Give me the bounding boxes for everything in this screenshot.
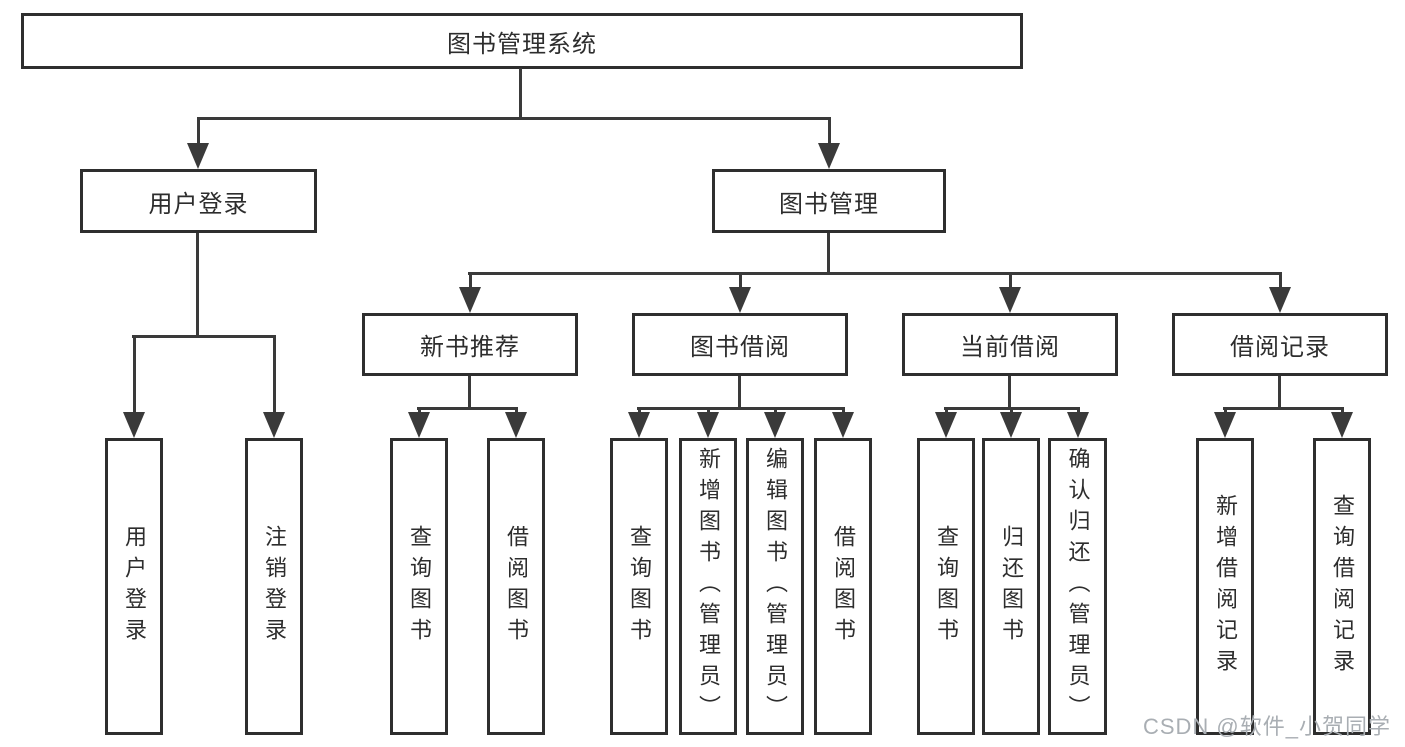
leaf-borrow-book: 借阅图书 — [814, 438, 872, 735]
node-book-borrow-label: 图书借阅 — [690, 334, 790, 361]
node-new-book-recommend: 新书推荐 — [362, 313, 578, 376]
node-borrow-records-label: 借阅记录 — [1230, 334, 1330, 361]
leaf-query-borrow-record: 查询借阅记录 — [1313, 438, 1371, 735]
leaf-confirm-return-admin: 确认归还（管理员） — [1048, 438, 1107, 735]
arrow-to-add-borrow-record — [1214, 407, 1236, 438]
arrow-to-new-book-recommend — [459, 272, 481, 313]
leaf-add-book-admin-label: 新增图书（管理员） — [696, 447, 721, 726]
connector-borrow-branch — [637, 407, 845, 410]
leaf-borrow-query-book: 查询图书 — [610, 438, 668, 735]
leaf-rec-query-book: 查询图书 — [390, 438, 448, 735]
arrow-to-rec-query-book — [408, 407, 430, 438]
arrow-to-current-borrow — [999, 272, 1021, 313]
leaf-rec-query-book-label: 查询图书 — [407, 524, 432, 649]
node-current-borrow-label: 当前借阅 — [960, 334, 1060, 361]
arrow-to-book-borrow — [729, 272, 751, 313]
connector-user-login-stem — [196, 233, 199, 338]
connector-records-branch — [1223, 407, 1344, 410]
arrow-to-leaf-user-login — [123, 335, 145, 438]
arrow-to-user-login — [187, 117, 209, 169]
connector-borrow-stem — [738, 376, 741, 410]
leaf-rec-borrow-book-label: 借阅图书 — [504, 524, 529, 649]
arrow-to-return-book — [1000, 407, 1022, 438]
arrow-to-borrow-query-book — [628, 407, 650, 438]
leaf-add-borrow-record: 新增借阅记录 — [1196, 438, 1254, 735]
node-user-login-label: 用户登录 — [148, 190, 249, 218]
arrow-to-leaf-logout — [263, 335, 285, 438]
node-book-management-label: 图书管理 — [779, 190, 879, 218]
leaf-query-borrow-record-label: 查询借阅记录 — [1330, 493, 1355, 680]
arrow-to-add-book-admin — [697, 407, 719, 438]
node-current-borrow: 当前借阅 — [902, 313, 1118, 376]
leaf-logout-label: 注销登录 — [262, 524, 287, 649]
node-new-book-recommend-label: 新书推荐 — [420, 334, 520, 361]
leaf-return-book: 归还图书 — [982, 438, 1040, 735]
connector-root-branch — [197, 117, 830, 120]
node-book-borrow: 图书借阅 — [632, 313, 848, 376]
arrow-to-leaf-borrow-book — [832, 407, 854, 438]
arrow-to-borrow-records — [1269, 272, 1291, 313]
leaf-current-query-book-label: 查询图书 — [934, 524, 959, 649]
arrow-to-rec-borrow-book — [505, 407, 527, 438]
connector-recommend-stem — [468, 376, 471, 410]
leaf-add-borrow-record-label: 新增借阅记录 — [1213, 493, 1238, 680]
leaf-borrow-query-book-label: 查询图书 — [627, 524, 652, 649]
leaf-user-login-label: 用户登录 — [122, 524, 147, 649]
node-root: 图书管理系统 — [21, 13, 1023, 69]
watermark: CSDN @软件_小贺同学 — [1142, 714, 1391, 739]
arrow-to-confirm-return — [1067, 407, 1089, 438]
connector-records-stem — [1278, 376, 1281, 410]
node-borrow-records: 借阅记录 — [1172, 313, 1388, 376]
node-user-login: 用户登录 — [80, 169, 317, 233]
leaf-user-login: 用户登录 — [105, 438, 163, 735]
leaf-borrow-book-label: 借阅图书 — [831, 524, 856, 649]
arrow-to-current-query-book — [935, 407, 957, 438]
arrow-to-query-borrow-record — [1331, 407, 1353, 438]
leaf-edit-book-admin: 编辑图书（管理员） — [746, 438, 804, 735]
leaf-confirm-return-admin-label: 确认归还（管理员） — [1065, 447, 1091, 726]
connector-user-login-branch — [132, 335, 275, 338]
node-root-label: 图书管理系统 — [447, 30, 597, 58]
leaf-return-book-label: 归还图书 — [999, 524, 1024, 649]
connector-book-mgmt-stem — [827, 233, 830, 275]
connector-recommend-branch — [417, 407, 518, 410]
arrow-to-edit-book-admin — [764, 407, 786, 438]
leaf-add-book-admin: 新增图书（管理员） — [679, 438, 737, 735]
leaf-rec-borrow-book: 借阅图书 — [487, 438, 545, 735]
leaf-edit-book-admin-label: 编辑图书（管理员） — [763, 447, 788, 726]
node-book-management: 图书管理 — [712, 169, 946, 233]
arrow-to-book-management — [818, 117, 840, 169]
leaf-current-query-book: 查询图书 — [917, 438, 975, 735]
connector-current-stem — [1008, 376, 1011, 410]
connector-root-stem — [519, 68, 522, 120]
leaf-logout: 注销登录 — [245, 438, 303, 735]
connector-book-mgmt-branch — [468, 272, 1281, 275]
